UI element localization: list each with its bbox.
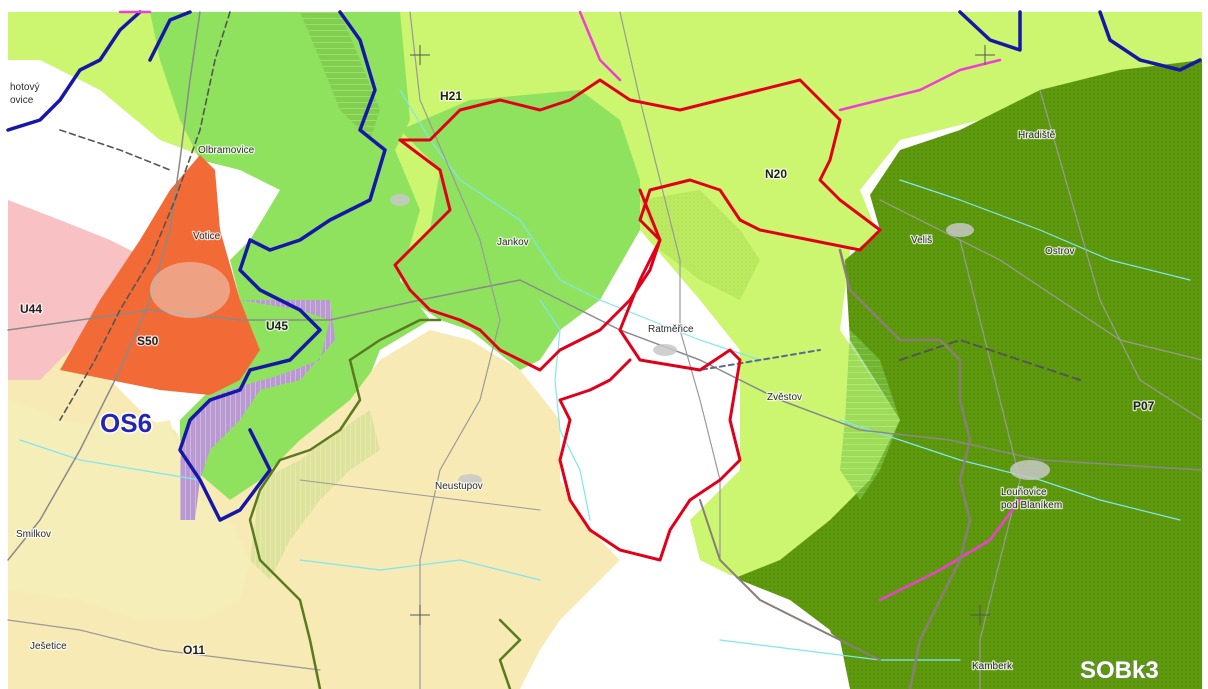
- transition-band-southwest: [250, 410, 380, 580]
- railway: [899, 339, 1081, 381]
- region-boundary-blue: [958, 10, 1022, 52]
- municipal-boundary-pink: [878, 498, 1022, 602]
- boundaries: [6, 10, 1202, 689]
- label-u45: U45: [266, 319, 288, 333]
- label-kamberk: Kamberk: [972, 661, 1013, 672]
- region-boundary-blue: [1098, 10, 1202, 72]
- zone-white-south: [520, 520, 850, 689]
- label-sobk3: SOBk3: [1080, 657, 1159, 684]
- label-jesetice: Ješetice: [30, 641, 67, 652]
- stream: [719, 639, 961, 661]
- label-votice: Votice: [193, 231, 221, 242]
- zone-dark-green-east: [730, 60, 1202, 689]
- label-partial-top-left-2: ovice: [10, 95, 34, 106]
- stream: [539, 299, 591, 521]
- district-boundary-olive: [498, 618, 522, 689]
- label-p07: P07: [1133, 399, 1155, 413]
- label-smilkov: Smilkov: [16, 529, 51, 540]
- label-s50: S50: [137, 334, 159, 348]
- settlement-area: [653, 344, 677, 356]
- road: [409, 11, 501, 689]
- region-boundary-blue: [178, 10, 387, 522]
- settlement-area: [1010, 460, 1050, 480]
- label-u44: U44: [20, 302, 42, 316]
- road: [1039, 89, 1203, 421]
- label-lounovice-line2: pod Blaníkem: [1001, 500, 1062, 511]
- district-boundary-grey: [838, 248, 972, 689]
- label-partial-top-left-1: hotový: [10, 82, 39, 93]
- land-use-zones: [8, 12, 1202, 689]
- settlement-area: [458, 474, 482, 486]
- label-n20: N20: [765, 167, 787, 181]
- study-area-boundary-red: [393, 78, 882, 372]
- label-ratmerice: Ratměřice: [648, 324, 694, 335]
- label-h21: H21: [440, 89, 462, 103]
- map-labels: H21 N20 U44 U45 S50 P07 O11 Jankov Olbra…: [9, 81, 1160, 685]
- region-boundary-blue: [148, 10, 192, 62]
- road: [299, 479, 541, 511]
- settlement-area: [946, 223, 974, 237]
- district-boundary-olive: [248, 358, 362, 689]
- road: [959, 239, 1021, 689]
- road: [879, 199, 1203, 361]
- zone-green-jankov: [395, 90, 640, 370]
- label-hradiste: Hradiště: [1018, 130, 1056, 141]
- transition-band-north: [300, 12, 380, 140]
- road: [619, 11, 721, 561]
- label-zvestov: Zvěstov: [767, 392, 802, 403]
- label-o11: O11: [183, 643, 205, 657]
- municipal-boundary-pink: [838, 58, 1002, 112]
- stream: [19, 439, 201, 481]
- zone-pink-u44: [8, 200, 150, 380]
- label-olbramovice: Olbramovice: [198, 145, 255, 156]
- transition-band-east: [840, 330, 900, 500]
- label-ostrov: Ostrov: [1045, 246, 1074, 257]
- label-jankov: Jankov: [497, 237, 529, 248]
- district-boundary-olive: [348, 318, 442, 362]
- label-lounovice-line1: Louňovice: [1001, 487, 1047, 498]
- label-os6: OS6: [100, 408, 152, 438]
- stream: [839, 419, 1181, 521]
- settlement-votice-area: [150, 262, 230, 318]
- settlement-area: [390, 194, 410, 206]
- road: [7, 619, 321, 671]
- municipal-boundary-pink: [578, 10, 622, 82]
- region-boundary-blue: [6, 10, 142, 132]
- transition-band-jankov: [640, 190, 760, 300]
- stream: [899, 179, 1191, 281]
- label-velis: Veliš: [911, 235, 932, 246]
- grid-markers: [410, 45, 995, 625]
- road: [7, 11, 201, 561]
- zone-light-green-southwest: [8, 400, 250, 620]
- settlements: [150, 194, 1050, 486]
- label-neustupov: Neustupov: [435, 481, 483, 492]
- district-boundary-grey: [699, 499, 881, 661]
- study-area-boundary-red: [558, 188, 742, 562]
- railway: [59, 11, 231, 421]
- railway: [59, 129, 171, 171]
- zone-purple-u45: [180, 300, 335, 520]
- stream: [399, 89, 761, 361]
